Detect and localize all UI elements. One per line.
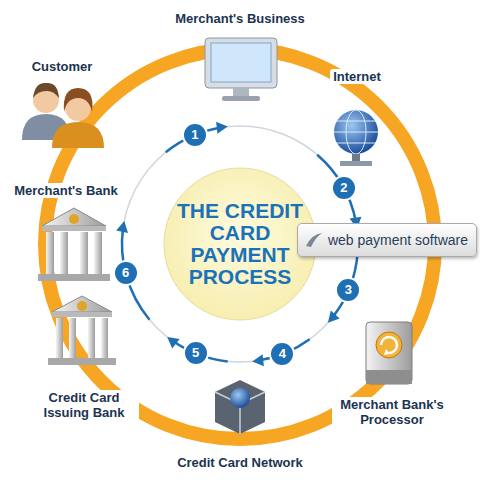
network-cube-icon [230,388,250,408]
software-box: web payment software [297,223,477,257]
stage-label: Customer [29,57,96,75]
flow-arrow [317,155,356,223]
arrow-head [252,354,264,366]
globe-icon [352,154,360,162]
issuing-bank-icon [77,301,87,311]
stage-label: Internet [330,67,384,85]
network-cube-icon [215,380,265,434]
monitor-icon [233,88,249,96]
stage-label: Merchant's Business [172,9,308,27]
arrow-head [167,337,179,349]
monitor-icon [211,43,271,82]
issuing-bank-icon [52,296,112,312]
step-number: 4 [269,341,295,367]
processor-icon [366,370,412,384]
globe-icon [337,121,375,143]
merchant-bank-icon [38,274,110,281]
issuing-bank-icon [48,296,116,365]
customer-icon [33,83,59,98]
node-text: web payment software [328,233,468,248]
merchant-bank-icon [60,232,68,274]
processor-icon [384,349,390,355]
issuing-bank-icon [48,358,116,365]
issuing-bank-icon [101,318,108,358]
node-text: Credit Card Network [174,455,306,470]
issuing-bank-icon [69,318,76,358]
processor-icon [376,332,402,358]
merchant-bank-icon [38,208,110,281]
customer-icon [22,83,104,148]
center-disc [164,168,316,320]
globe-icon [334,110,378,166]
processor-icon [366,322,412,384]
stage-label: Credit Card Network [174,453,306,471]
flow-arrow [252,339,309,366]
node-text: Customer [29,59,96,74]
stage-label: Merchant's Bank [11,181,121,199]
issuing-bank-icon [52,312,112,317]
node-text: Internet [330,69,384,84]
arrow-head [328,311,340,323]
monitor-icon [205,38,277,101]
globe-icon [334,132,378,133]
step-number: 6 [113,260,139,286]
center-disc [164,168,316,320]
globe-icon [340,161,372,166]
processor-icon [381,337,397,353]
node-text: Merchant's Bank [11,183,121,198]
step-number: 3 [335,277,361,303]
network-cube-icon [239,404,241,434]
merchant-bank-icon [46,232,54,274]
step-number: 2 [331,175,357,201]
flow-arrow [166,122,228,153]
merchant-bank-icon [69,214,79,224]
monitor-icon [222,96,260,101]
processor-icon [366,322,412,384]
globe-icon [334,110,378,154]
stage-label: Credit Card Issuing Bank [29,390,139,421]
network-cube-icon [215,380,265,434]
software-logo [304,230,324,250]
node-text: Merchant Bank's Processor [332,397,452,427]
merchant-bank-icon [94,232,102,274]
merchant-bank-icon [80,232,88,274]
arrow-head [116,221,128,233]
monitor-icon [205,38,277,88]
customer-icon [52,122,104,148]
arrow-head [216,122,228,134]
node-text: Merchant's Business [172,11,308,26]
stage-label: Merchant Bank's Processor [332,397,452,428]
node-text: Credit Card Issuing Bank [29,390,139,420]
flow-arrow [317,155,361,229]
customer-icon [64,88,93,112]
issuing-bank-icon [56,318,63,358]
merchant-bank-icon [42,208,106,226]
issuing-bank-icon [88,318,95,358]
diagram-title: THE CREDIT CARD PAYMENT PROCESS [165,200,315,288]
software-logo [306,233,322,247]
step-number: 1 [182,122,208,148]
merchant-bank-icon [42,226,106,231]
step-number: 5 [183,340,209,366]
